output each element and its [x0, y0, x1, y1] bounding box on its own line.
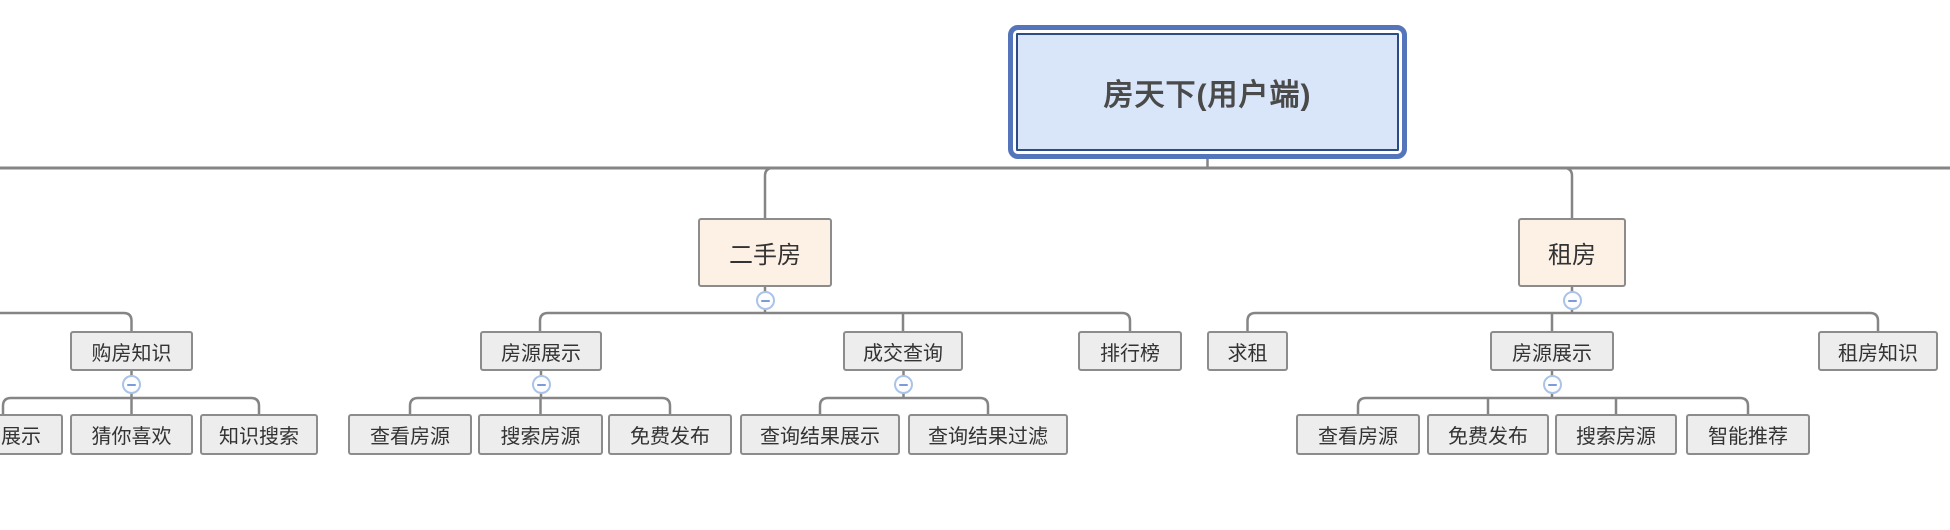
connector-bus-left-clipped [0, 311, 133, 331]
node-guess-you-like[interactable]: 猜你喜欢 [70, 414, 193, 455]
node-purchase-knowledge[interactable]: 购房知识 [70, 331, 193, 371]
minus-glyph [1568, 299, 1577, 302]
node-free-publish[interactable]: 免费发布 [608, 414, 732, 455]
collapse-minus-icon-listing-display[interactable] [532, 375, 551, 394]
node-ranking[interactable]: 排行榜 [1078, 331, 1182, 371]
collapse-minus-icon-deal-query[interactable] [894, 375, 913, 394]
node-rental-listing-display[interactable]: 房源展示 [1490, 331, 1614, 371]
connector-bus-rental-listing [1356, 396, 1750, 414]
collapse-minus-icon-rental-listing[interactable] [1543, 375, 1562, 394]
node-rental-knowledge[interactable]: 租房知识 [1818, 331, 1938, 371]
node-view-listings-rental[interactable]: 查看房源 [1296, 414, 1420, 455]
node-secondhand-house[interactable]: 二手房 [698, 218, 832, 287]
node-view-listings[interactable]: 查看房源 [348, 414, 472, 455]
node-search-listings-rental[interactable]: 搜索房源 [1555, 414, 1677, 455]
minus-glyph [761, 299, 770, 302]
connector-bus-deal-query [818, 396, 990, 414]
root-selection-ring: 房天下(用户端) [1008, 25, 1407, 159]
node-display-clipped[interactable]: 展示 [0, 414, 63, 455]
node-query-result-display[interactable]: 查询结果展示 [740, 414, 900, 455]
minus-glyph [899, 383, 908, 386]
node-search-listings[interactable]: 搜索房源 [478, 414, 603, 455]
node-rent-seeking[interactable]: 求租 [1207, 331, 1288, 371]
minus-glyph [1548, 383, 1557, 386]
connector-bus-rental [1246, 311, 1880, 331]
minus-glyph [127, 383, 136, 386]
node-knowledge-search[interactable]: 知识搜索 [200, 414, 318, 455]
minus-glyph [537, 383, 546, 386]
connector-drop-secondhand [763, 166, 774, 218]
node-query-result-filter[interactable]: 查询结果过滤 [908, 414, 1068, 455]
node-deal-query[interactable]: 成交查询 [843, 331, 963, 371]
node-smart-recommend[interactable]: 智能推荐 [1686, 414, 1810, 455]
collapse-minus-icon-purchase-knowledge[interactable] [122, 375, 141, 394]
node-rental-house[interactable]: 租房 [1518, 218, 1626, 287]
connector-drop-rental [1563, 166, 1574, 218]
root-node[interactable]: 房天下(用户端) [1016, 33, 1399, 151]
collapse-minus-icon-rental[interactable] [1563, 291, 1582, 310]
node-free-publish-rental[interactable]: 免费发布 [1427, 414, 1549, 455]
collapse-minus-icon-secondhand[interactable] [756, 291, 775, 310]
node-listing-display[interactable]: 房源展示 [480, 331, 602, 371]
connector-bus-secondhand [538, 311, 1132, 331]
